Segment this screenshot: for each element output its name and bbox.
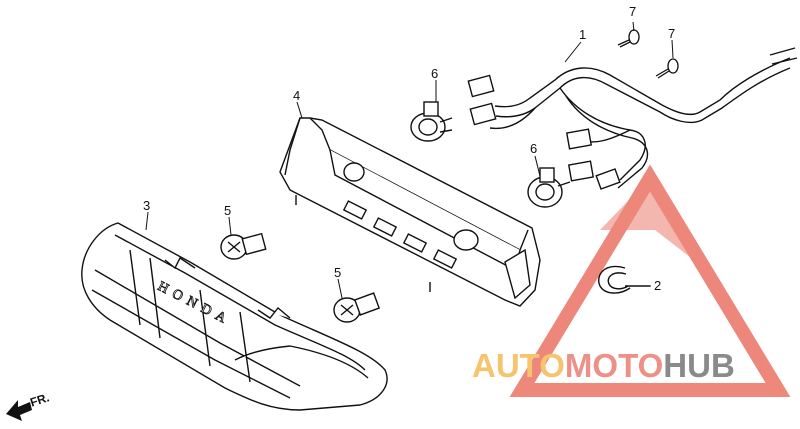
watermark-part-moto: MOTO [564, 347, 664, 384]
callout-6a: 6 [431, 66, 439, 81]
watermark-part-hub: HUB [663, 347, 735, 384]
callout-5a: 5 [224, 203, 232, 218]
front-direction-arrow [6, 400, 32, 421]
tail-lens [81, 222, 388, 411]
watermark-part-auto: AUTO [472, 347, 565, 384]
callout-5b: 5 [334, 265, 342, 280]
wedge-bulb-5b [333, 292, 381, 323]
callout-7b: 7 [668, 26, 676, 41]
leader-lines [145, 21, 674, 299]
bulb-socket-6b [527, 167, 571, 208]
callout-7a: 7 [629, 4, 637, 19]
watermark-logo: AUTOMOTOHUB [472, 346, 735, 386]
callout-4: 4 [293, 88, 301, 103]
watermark-triangle [509, 164, 791, 397]
wire-clip [598, 265, 650, 294]
wedge-bulb-5a [220, 232, 267, 260]
callout-3: 3 [143, 198, 151, 213]
bulb-socket-6a [410, 101, 453, 142]
wire-harness [467, 47, 798, 190]
callout-2: 2 [654, 278, 662, 293]
screw-7b [655, 58, 679, 79]
screw-7a [617, 29, 640, 48]
callout-6b: 6 [530, 141, 538, 156]
callout-1: 1 [579, 27, 587, 42]
lamp-housing [279, 117, 541, 307]
